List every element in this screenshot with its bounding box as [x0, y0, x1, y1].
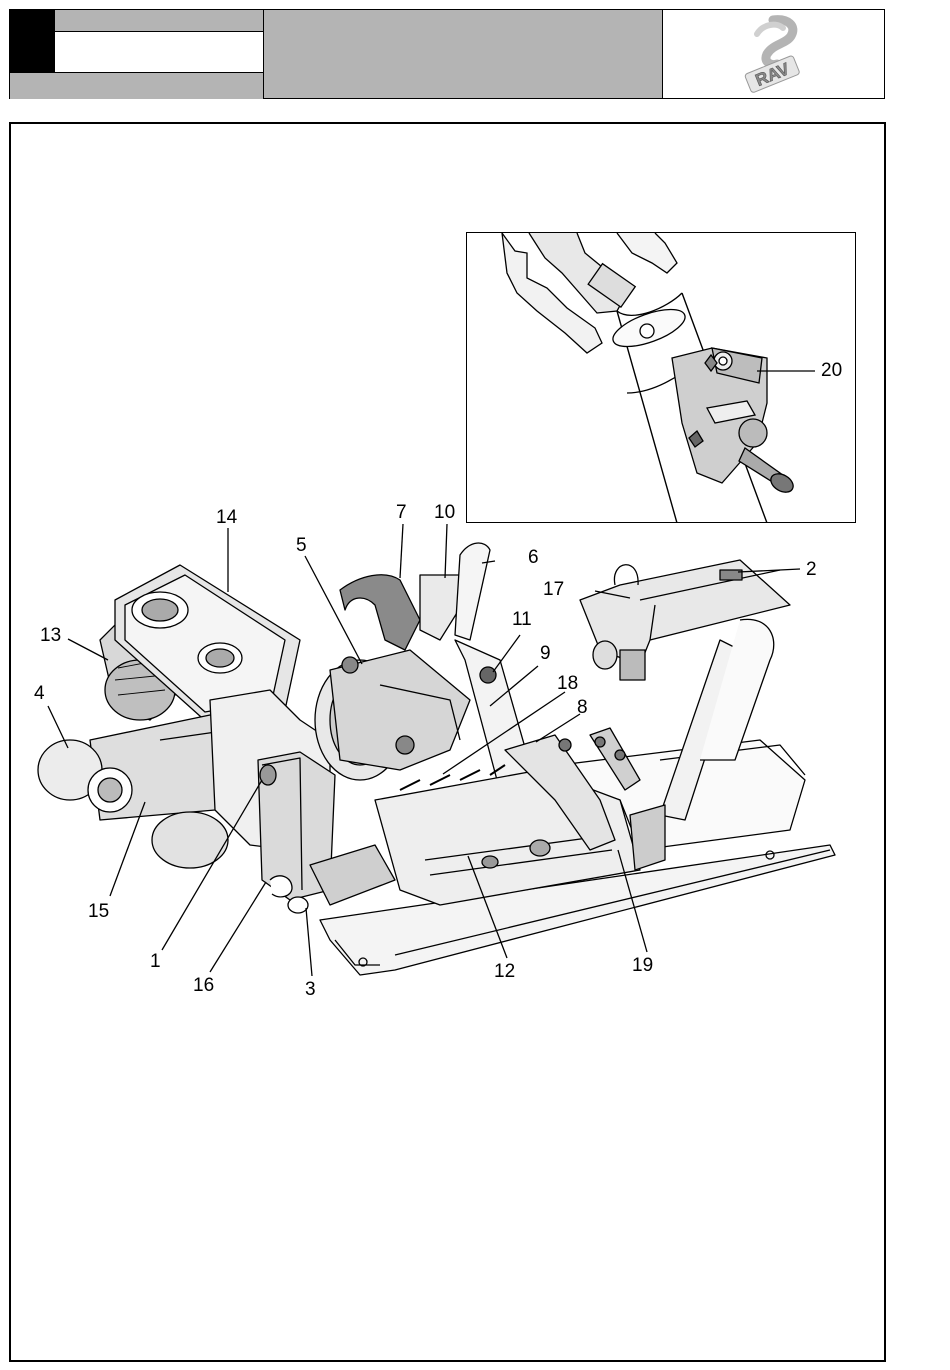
callout-16: 16	[193, 976, 214, 995]
callout-18: 18	[557, 674, 578, 693]
callout-8: 8	[577, 698, 588, 717]
callout-14: 14	[216, 508, 237, 527]
callout-6: 6	[528, 548, 539, 567]
callout-13: 13	[40, 626, 61, 645]
callout-11: 11	[512, 610, 532, 629]
callout-5: 5	[296, 536, 307, 555]
callout-12: 12	[494, 962, 515, 981]
callout-4: 4	[34, 684, 45, 703]
callout-9: 9	[540, 644, 551, 663]
callout-10: 10	[434, 503, 455, 522]
callout-2: 2	[806, 560, 817, 579]
callout-1: 1	[150, 952, 161, 971]
callout-17: 17	[543, 580, 564, 599]
callout-3: 3	[305, 980, 316, 999]
callout-19: 19	[632, 956, 653, 975]
callout-15: 15	[88, 902, 109, 921]
callout-7: 7	[396, 503, 407, 522]
